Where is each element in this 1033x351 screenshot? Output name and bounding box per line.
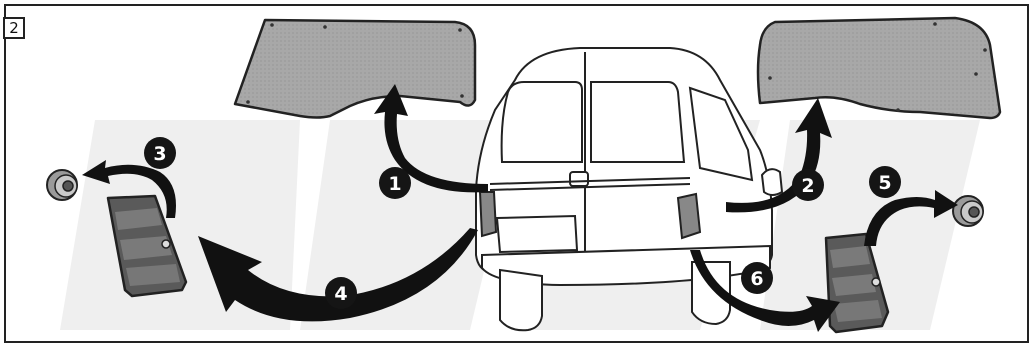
callout-2: 2 [792, 169, 824, 201]
svg-text:1: 1 [388, 173, 401, 195]
left-tail-lamp [106, 194, 188, 298]
callout-6: 6 [741, 262, 773, 294]
svg-text:5: 5 [878, 172, 891, 194]
step-number-badge: 2 [3, 17, 25, 39]
left-window-panel [233, 18, 477, 119]
right-tail-lamp [824, 232, 890, 334]
callout-5: 5 [869, 166, 901, 198]
van-rear [475, 47, 784, 332]
svg-text:4: 4 [334, 283, 347, 305]
callout-4: 4 [325, 277, 357, 309]
right-lamp-nut [952, 195, 984, 227]
svg-text:3: 3 [153, 143, 166, 165]
right-window-panel [756, 16, 1002, 120]
left-lamp-nut [46, 169, 78, 201]
callout-3: 3 [144, 137, 176, 169]
svg-text:6: 6 [750, 268, 763, 290]
callout-1: 1 [379, 167, 411, 199]
svg-text:2: 2 [801, 175, 814, 197]
